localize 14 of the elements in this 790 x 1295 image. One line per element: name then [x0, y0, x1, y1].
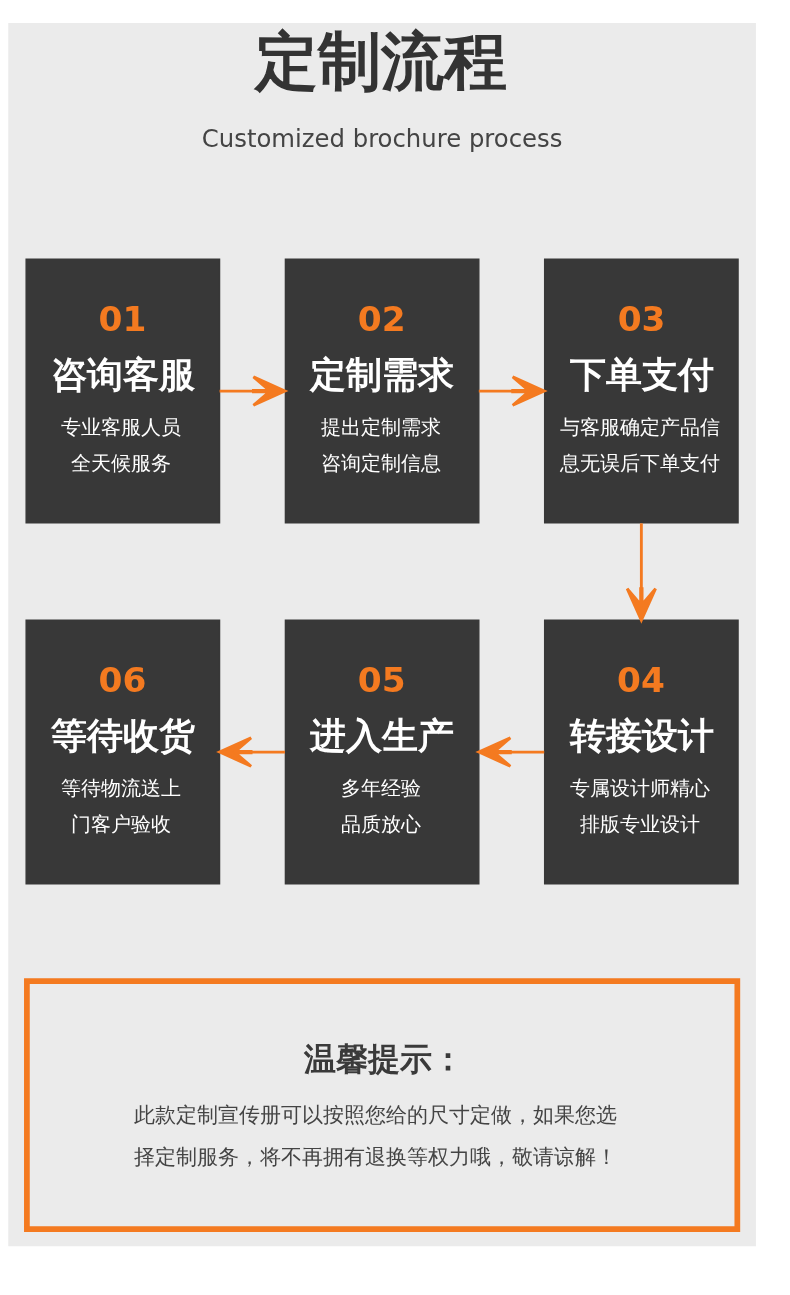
node-box: 02 定制需求 提出定制需求咨询定制信息	[284, 258, 480, 524]
node-box: 温馨提示： 此款定制宣传册可以按照您给的尺寸定做，如果您选择定制服务，将不再拥有退换等权力哦，敬请谅解！	[24, 978, 741, 1232]
node-box: 04 转接设计 专属设计师精心排版专业设计	[543, 619, 739, 885]
node-box: 01 咨询客服 专业客服人员全天候服务	[25, 258, 221, 524]
node-box: 06 等待收货 等待物流送上门客户验收	[25, 619, 221, 885]
arrow	[625, 523, 657, 622]
arrow	[477, 736, 545, 768]
arrow	[218, 736, 285, 768]
node-box: 03 下单支付 与客服确定产品信息无误后下单支付	[543, 258, 739, 524]
label: Customized brochure process	[201, 124, 563, 154]
node-box: 05 进入生产 多年经验品质放心	[284, 619, 480, 885]
diagram-title: 定制流程	[254, 25, 507, 99]
arrow	[219, 375, 287, 407]
arrow	[478, 375, 546, 407]
